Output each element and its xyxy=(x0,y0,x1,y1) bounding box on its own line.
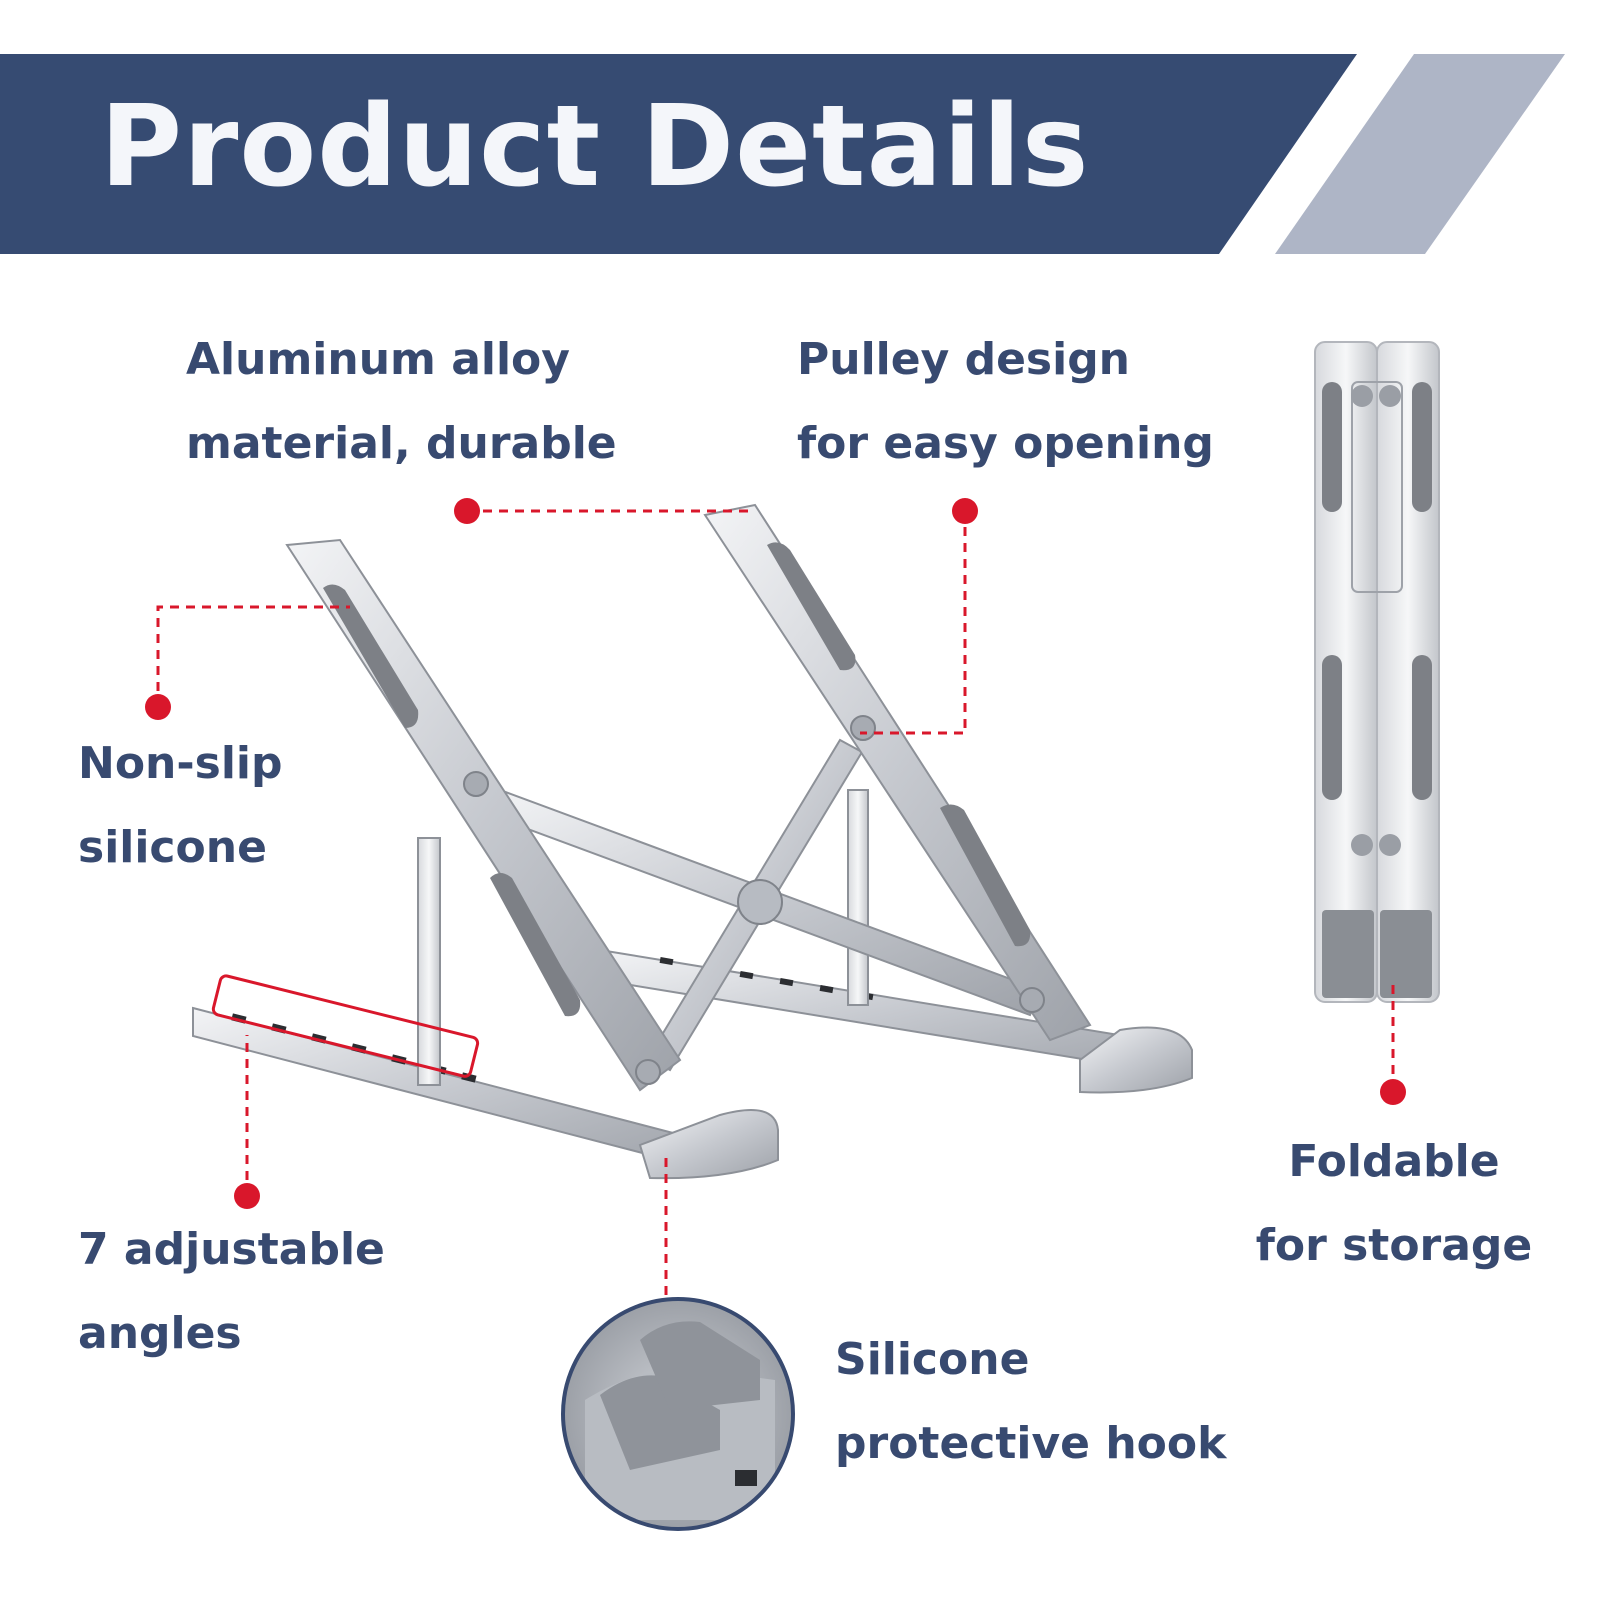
feature-pulley-line1: Pulley design xyxy=(797,334,1131,385)
front-arm-screw xyxy=(463,771,489,797)
front-arm-pad-bottom xyxy=(490,873,581,1017)
callout-dot-nonslip xyxy=(145,694,171,720)
leader-nonslip xyxy=(156,605,350,707)
header-banner xyxy=(0,54,1565,254)
feature-angles-line2: angles xyxy=(78,1308,242,1359)
callout-dot-foldable xyxy=(1380,1079,1406,1105)
rear-hook xyxy=(1079,1026,1193,1094)
angle-slots-highlight xyxy=(211,974,480,1078)
rear-arm-pad-bottom xyxy=(940,804,1031,947)
front-arm-pad-top xyxy=(323,584,419,728)
header-slate-stripe xyxy=(1275,54,1565,254)
feature-hook-line2: protective hook xyxy=(835,1418,1227,1469)
feature-angles-line1: 7 adjustable xyxy=(78,1224,385,1275)
feature-angles-label: 7 adjustable angles xyxy=(78,1208,385,1376)
feature-nonslip-line2: silicone xyxy=(78,822,267,873)
callout-dot-angles xyxy=(234,1183,260,1209)
rear-support-post xyxy=(847,789,869,1006)
rear-arm-screw xyxy=(850,715,876,741)
leader-pulley xyxy=(860,511,967,735)
laptop-stand-illustration xyxy=(192,503,1193,1180)
callout-dot-pulley xyxy=(952,498,978,524)
front-support-post xyxy=(417,837,441,1086)
header-navy-band xyxy=(0,54,1357,254)
feature-pulley-line2: for easy opening xyxy=(797,418,1214,469)
feature-foldable-line2: for storage xyxy=(1255,1220,1533,1271)
rear-arm-pad-top xyxy=(767,542,856,671)
rear-arm-foot-screw xyxy=(1019,987,1045,1013)
front-arm-foot-screw xyxy=(635,1059,661,1085)
callout-dot-aluminum xyxy=(454,498,480,524)
cross-pivot xyxy=(737,879,783,925)
feature-aluminum-line2: material, durable xyxy=(186,418,617,469)
feature-aluminum-label: Aluminum alloy material, durable xyxy=(186,318,617,486)
feature-nonslip-line1: Non-slip xyxy=(78,738,283,789)
feature-aluminum-line1: Aluminum alloy xyxy=(186,334,570,385)
front-hook xyxy=(638,1109,779,1180)
folded-stand-illustration xyxy=(1314,341,1440,1003)
feature-hook-line1: Silicone xyxy=(835,1334,1030,1385)
page-title: Product Details xyxy=(100,82,1090,212)
feature-hook-label: Silicone protective hook xyxy=(835,1318,1226,1486)
feature-foldable-line1: Foldable xyxy=(1288,1136,1500,1187)
hook-detail-magnifier xyxy=(561,1297,795,1531)
feature-foldable-label: Foldable for storage xyxy=(1255,1120,1533,1288)
feature-nonslip-label: Non-slip silicone xyxy=(78,722,283,890)
feature-pulley-label: Pulley design for easy opening xyxy=(797,318,1214,486)
callouts xyxy=(156,509,1395,1296)
